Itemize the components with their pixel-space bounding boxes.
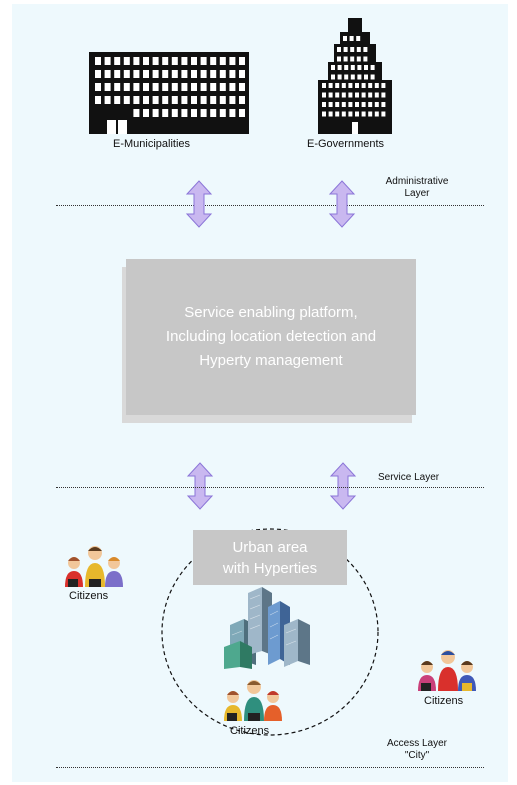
double-arrow-icon bbox=[185, 180, 213, 228]
double-arrow-icon bbox=[328, 180, 356, 228]
city-boundary-circle bbox=[161, 528, 379, 736]
administrative-layer-label: Administrative Layer bbox=[374, 176, 460, 200]
e-governments-label: E-Governments bbox=[307, 138, 385, 150]
access-layer-line2: "City" bbox=[404, 750, 430, 761]
platform-line1: Service enabling platform, bbox=[184, 304, 358, 321]
people-group-icon bbox=[418, 650, 476, 691]
office-building-icon bbox=[89, 52, 249, 134]
administrative-layer-line1: Administrative bbox=[385, 176, 449, 187]
urban-area-line1: Urban area bbox=[232, 539, 308, 556]
access-layer-line1: Access Layer bbox=[386, 738, 448, 749]
service-layer-line bbox=[56, 487, 484, 488]
administrative-layer-line2: Layer bbox=[404, 188, 430, 199]
urban-area-line2: with Hyperties bbox=[222, 560, 318, 577]
city-icon bbox=[224, 587, 310, 669]
people-group-icon bbox=[65, 546, 123, 587]
double-arrow-icon bbox=[186, 462, 214, 510]
citizens-right-label: Citizens bbox=[424, 695, 464, 707]
access-layer-line bbox=[56, 767, 484, 768]
platform-line3: Hyperty management bbox=[199, 352, 343, 369]
people-group-icon bbox=[224, 680, 282, 721]
service-platform-box: Service enabling platform, Including loc… bbox=[126, 259, 416, 415]
e-municipalities-label: E-Municipalities bbox=[113, 138, 191, 150]
skyscraper-icon bbox=[318, 18, 392, 134]
double-arrow-icon bbox=[329, 462, 357, 510]
administrative-layer-line bbox=[56, 205, 484, 206]
citizens-left-label: Citizens bbox=[69, 590, 109, 602]
access-layer-label: Access Layer "City" bbox=[376, 738, 458, 762]
service-layer-label: Service Layer bbox=[378, 472, 440, 483]
platform-line2: Including location detection and bbox=[165, 328, 377, 345]
urban-area-box: Urban area with Hyperties bbox=[193, 530, 347, 585]
citizens-center-label: Citizens bbox=[230, 725, 270, 737]
